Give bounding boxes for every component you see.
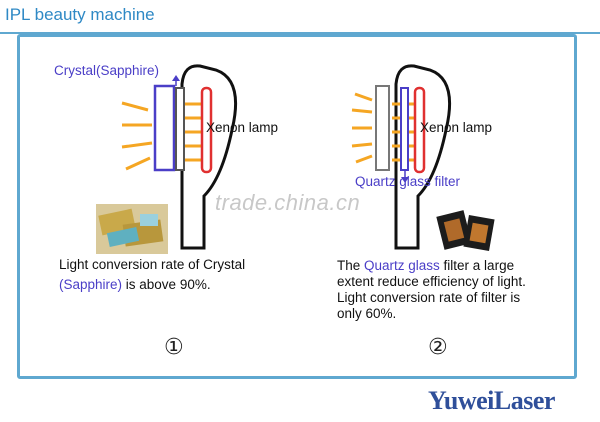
panel2-filter-photo	[436, 210, 495, 252]
brand-logo: YuweiLaser	[428, 386, 555, 415]
panel1-xenon-lamp	[200, 86, 213, 174]
panel2-description-line3: Light conversion rate of filter is	[337, 290, 521, 305]
panel2-number: ②	[428, 334, 448, 359]
panel2-illustration	[351, 64, 495, 252]
panel2-desc-line1-rest: filter a large	[439, 258, 515, 273]
watermark-text: trade.china.cn	[215, 190, 361, 215]
title-bar: IPL beauty machine	[0, 0, 600, 34]
panel2-desc-prefix: The	[337, 258, 365, 273]
panel1-sapphire-crystal	[153, 84, 176, 172]
panel2-highlight: Quartz glass	[364, 258, 440, 273]
content-frame	[17, 34, 577, 379]
panel1-description-rest: is above 90%.	[122, 277, 211, 292]
panel1-illustration	[96, 64, 238, 254]
panel2-filter-label: Quartz glass filter	[355, 174, 461, 189]
panel2-description-line2: extent reduce efficiency of light.	[337, 274, 526, 289]
panel2-xenon-lamp	[413, 86, 426, 174]
panel1-highlight: (Sapphire)	[59, 277, 123, 292]
panel2-description-line1: The Quartz glass filter a large	[337, 258, 514, 274]
panel1-number: ①	[164, 334, 184, 359]
panel1-crystal-label: Crystal(Sapphire)	[54, 63, 160, 78]
panel1-description-line1: Light conversion rate of Crystal	[59, 257, 246, 272]
panel2-lamp-label: Xenon lamp	[420, 120, 493, 135]
panel1-crystal-photo	[96, 204, 168, 254]
panel1-filter-strip	[175, 87, 185, 171]
panel2-outer-glass	[375, 85, 390, 171]
panel2-quartz-filter	[400, 87, 409, 171]
panel2-description-line4: only 60%.	[337, 306, 397, 321]
panel1-description-line2: (Sapphire) is above 90%.	[59, 277, 211, 293]
page-title: IPL beauty machine	[5, 5, 155, 24]
panel1-lamp-label: Xenon lamp	[206, 120, 279, 135]
